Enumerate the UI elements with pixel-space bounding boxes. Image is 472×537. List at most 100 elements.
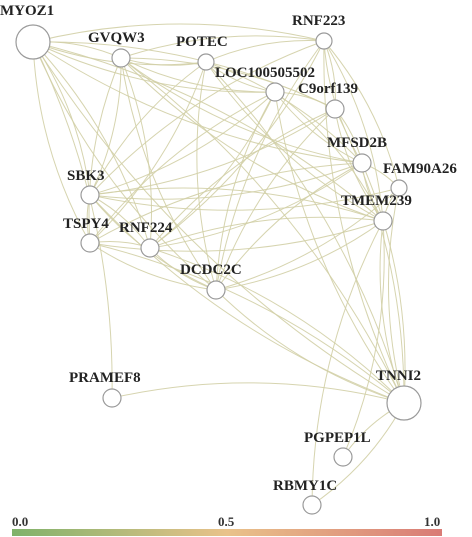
edge-loc100505502-dcdc2c [215, 91, 276, 291]
edge-mfsd2b-tnni2 [361, 162, 406, 404]
node-label-fam90a26: FAM90A26 [383, 161, 457, 177]
node-c9orf139[interactable]: C9orf139 [298, 81, 358, 119]
node-tmem239[interactable]: TMEM239 [341, 193, 412, 231]
edge-rnf223-fam90a26 [323, 40, 400, 189]
edge-gvqw3-c9orf139 [120, 57, 336, 110]
edge-layer [32, 23, 406, 506]
node-label-pramef8: PRAMEF8 [69, 370, 141, 386]
edge-potec-tnni2 [205, 61, 405, 404]
edge-mfsd2b-rnf224 [149, 162, 363, 249]
edge-myoz1-pramef8 [32, 41, 113, 399]
node-label-rbmy1c: RBMY1C [273, 478, 337, 494]
edge-gvqw3-dcdc2c [120, 57, 217, 291]
node-label-myoz1: MYOZ1 [0, 3, 54, 19]
node-circle-tnni2[interactable] [386, 385, 422, 421]
node-circle-sbk3[interactable] [80, 185, 100, 205]
node-circle-loc100505502[interactable] [265, 82, 285, 102]
node-circle-dcdc2c[interactable] [206, 280, 226, 300]
node-circle-myoz1[interactable] [15, 24, 51, 60]
node-circle-fam90a26[interactable] [390, 179, 408, 197]
node-label-gvqw3: GVQW3 [88, 30, 145, 46]
edge-tspy4-tnni2 [89, 242, 405, 404]
node-fam90a26[interactable]: FAM90A26 [383, 161, 457, 197]
edge-myoz1-tspy4 [32, 41, 91, 244]
node-pramef8[interactable]: PRAMEF8 [69, 370, 141, 408]
node-mfsd2b[interactable]: MFSD2B [327, 135, 387, 173]
node-label-sbk3: SBK3 [67, 168, 105, 184]
node-circle-mfsd2b[interactable] [352, 153, 372, 173]
edge-gvqw3-sbk3 [89, 57, 122, 196]
edge-potec-tmem239 [205, 61, 384, 222]
node-circle-potec[interactable] [197, 53, 215, 71]
node-rnf223[interactable]: RNF223 [292, 13, 345, 50]
edge-myoz1-rnf224 [32, 41, 151, 249]
node-potec[interactable]: POTEC [176, 34, 228, 71]
edge-c9orf139-rnf224 [149, 108, 336, 249]
edge-mfsd2b-sbk3 [89, 162, 363, 200]
color-scale-bar [12, 529, 442, 536]
color-scale-legend: 0.0 0.5 1.0 [12, 514, 442, 536]
node-rbmy1c[interactable]: RBMY1C [273, 478, 337, 515]
edge-myoz1-tmem239 [32, 41, 384, 222]
edge-gvqw3-tspy4 [88, 57, 122, 244]
node-circle-gvqw3[interactable] [111, 48, 131, 68]
edge-rnf223-tmem239 [323, 40, 384, 222]
node-circle-tspy4[interactable] [80, 233, 100, 253]
node-circle-rbmy1c[interactable] [302, 495, 322, 515]
node-label-loc100505502: LOC100505502 [215, 65, 315, 81]
edge-sbk3-tnni2 [89, 194, 405, 404]
node-myoz1[interactable]: MYOZ1 [0, 3, 54, 60]
edge-rnf223-sbk3 [89, 40, 325, 196]
edge-rnf223-tnni2 [323, 40, 405, 404]
node-loc100505502[interactable]: LOC100505502 [215, 65, 315, 102]
edge-gvqw3-rnf223 [120, 35, 325, 59]
edge-gvqw3-rnf224 [120, 57, 152, 249]
node-label-pgpep1l: PGPEP1L [304, 430, 371, 446]
edge-pramef8-tnni2 [111, 382, 405, 404]
edge-gvqw3-tnni2 [120, 57, 405, 404]
node-rnf224[interactable]: RNF224 [119, 220, 173, 258]
node-circle-rnf224[interactable] [140, 238, 160, 258]
edge-potec-sbk3 [89, 61, 207, 196]
edge-sbk3-tmem239 [89, 187, 384, 222]
edge-dcdc2c-tnni2 [215, 289, 405, 404]
edge-myoz1-rnf223 [32, 23, 325, 43]
node-pgpep1l[interactable]: PGPEP1L [304, 430, 371, 467]
edge-mfsd2b-dcdc2c [215, 162, 363, 291]
node-label-tmem239: TMEM239 [341, 193, 412, 209]
edge-tmem239-rnf224 [149, 216, 384, 249]
node-gvqw3[interactable]: GVQW3 [88, 30, 145, 68]
node-label-tspy4: TSPY4 [63, 216, 109, 232]
node-label-tnni2: TNNI2 [376, 368, 421, 384]
node-label-rnf223: RNF223 [292, 13, 345, 29]
edge-potec-tspy4 [89, 61, 207, 244]
node-sbk3[interactable]: SBK3 [67, 168, 105, 205]
node-tnni2[interactable]: TNNI2 [376, 368, 422, 421]
edge-fam90a26-dcdc2c [215, 187, 400, 291]
edge-loc100505502-tnni2 [274, 91, 405, 404]
edge-tmem239-pgpep1l [342, 220, 385, 458]
edge-loc100505502-mfsd2b [274, 91, 363, 164]
edge-c9orf139-dcdc2c [215, 108, 336, 291]
edge-fam90a26-tnni2 [387, 187, 405, 404]
node-circle-rnf223[interactable] [315, 32, 333, 50]
edge-fam90a26-sbk3 [89, 187, 400, 211]
edge-tmem239-tspy4 [89, 220, 384, 252]
edge-potec-rnf223 [205, 40, 325, 63]
edge-myoz1-mfsd2b [32, 41, 363, 164]
node-tspy4[interactable]: TSPY4 [63, 216, 109, 253]
edge-tmem239-dcdc2c [215, 220, 384, 291]
color-scale-min-label: 0.0 [12, 514, 28, 529]
node-circle-tmem239[interactable] [373, 211, 393, 231]
node-circle-c9orf139[interactable] [325, 99, 345, 119]
node-circle-pramef8[interactable] [102, 388, 122, 408]
node-dcdc2c[interactable]: DCDC2C [180, 262, 242, 300]
edge-c9orf139-tnni2 [334, 108, 405, 404]
edge-rnf224-tnni2 [149, 247, 405, 404]
node-circle-pgpep1l[interactable] [333, 447, 353, 467]
edge-gvqw3-loc100505502 [120, 57, 276, 93]
color-scale-max-label: 1.0 [424, 514, 440, 529]
edge-mfsd2b-tspy4 [89, 162, 363, 244]
